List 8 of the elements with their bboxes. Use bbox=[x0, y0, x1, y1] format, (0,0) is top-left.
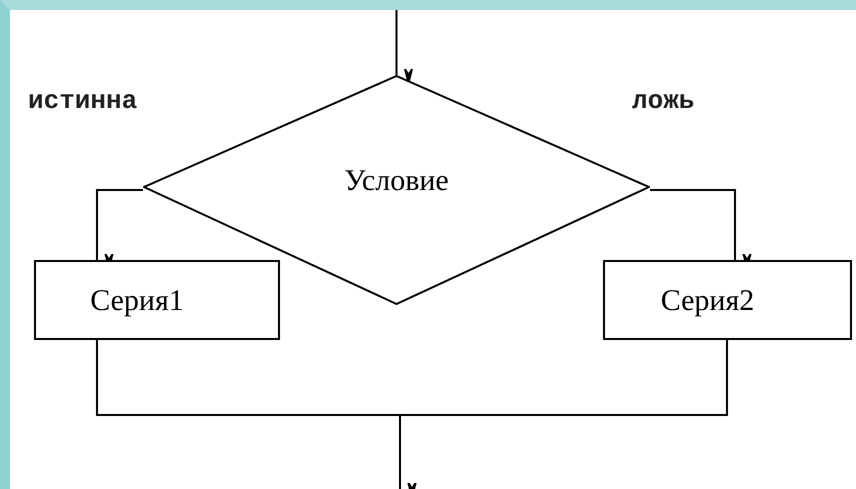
branch-label: ложь bbox=[632, 85, 694, 118]
process-label: Серия2 bbox=[660, 282, 754, 318]
process-box bbox=[603, 260, 852, 340]
process-label: Серия1 bbox=[90, 282, 184, 318]
arrow bbox=[399, 340, 728, 489]
process-box bbox=[34, 260, 280, 340]
branch-label: истинна bbox=[28, 85, 138, 118]
condition-text: Условие bbox=[344, 162, 449, 198]
